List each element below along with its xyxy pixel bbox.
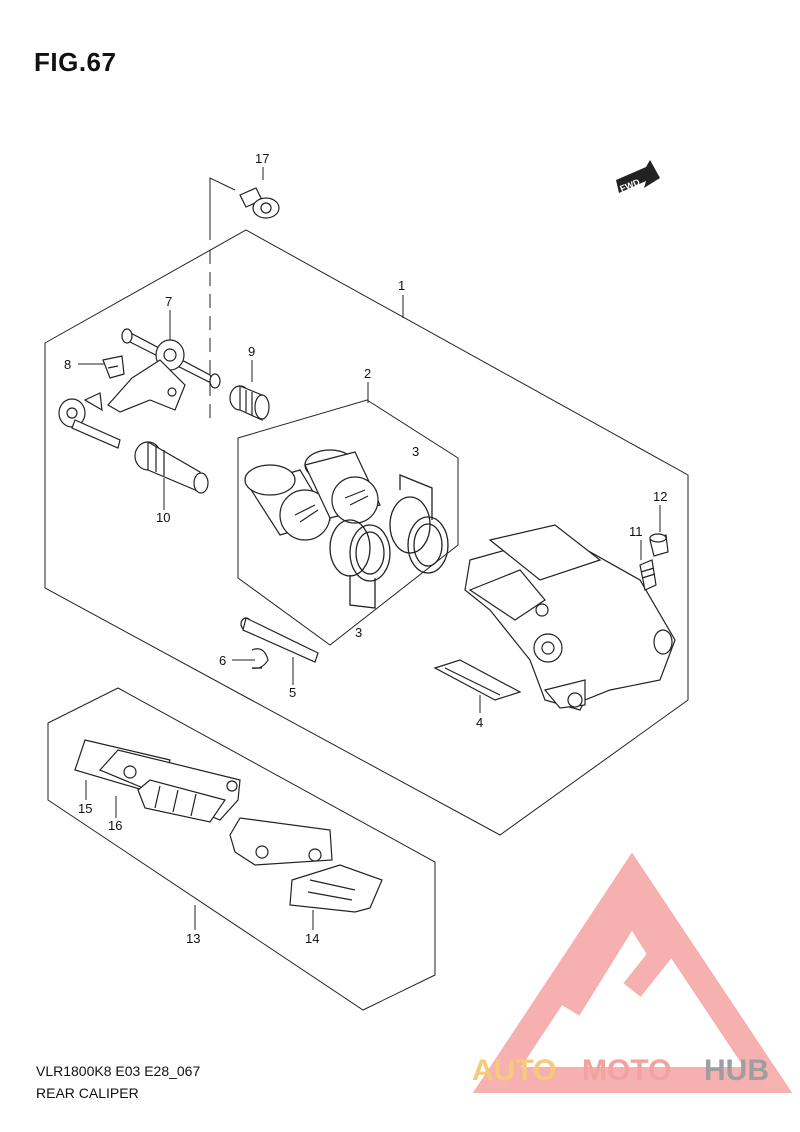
pad-set-frame-13 xyxy=(47,687,436,1011)
callout-4: 4 xyxy=(476,715,483,730)
callout-5: 5 xyxy=(289,685,296,700)
clip-8 xyxy=(102,355,125,379)
callout-1: 1 xyxy=(398,278,405,293)
callout-9: 9 xyxy=(248,344,255,359)
callout-12: 12 xyxy=(653,489,667,504)
caliper-body-1 xyxy=(464,524,676,711)
brand-hub: HUB xyxy=(704,1054,769,1087)
piston-seals-3 xyxy=(329,474,449,609)
pad-spring-4 xyxy=(433,659,522,701)
diagram-code: VLR1800K8 E03 E28_067 xyxy=(36,1063,201,1079)
bleeder-cap-12 xyxy=(649,533,669,557)
callout-13: 13 xyxy=(186,931,200,946)
piston-2 xyxy=(244,449,381,541)
callout-2: 2 xyxy=(364,366,371,381)
brake-pad-14 xyxy=(229,817,383,913)
brand-moto: MOTO xyxy=(582,1054,671,1087)
bolt-17 xyxy=(239,187,280,219)
callout-15: 15 xyxy=(78,801,92,816)
callout-16: 16 xyxy=(108,818,122,833)
callout-3-upper: 3 xyxy=(412,444,419,459)
leader-lines xyxy=(78,167,661,930)
pin-boot-10 xyxy=(134,440,209,494)
callout-14: 14 xyxy=(305,931,319,946)
pin-clip-6 xyxy=(251,648,269,669)
callout-8: 8 xyxy=(64,357,71,372)
slide-pin xyxy=(58,392,121,449)
fwd-arrow-icon: FWD xyxy=(616,160,660,194)
watermark-brand-text: AUTO MOTO HUB xyxy=(472,1054,769,1087)
callout-6: 6 xyxy=(219,653,226,668)
bleeder-valve-11 xyxy=(639,559,657,591)
callout-17: 17 xyxy=(255,151,269,166)
assembly-frame-1 xyxy=(44,229,689,836)
diagram-caption: REAR CALIPER xyxy=(36,1085,139,1101)
callout-labels: 1 2 3 3 4 5 6 7 8 9 10 11 12 13 14 15 16… xyxy=(64,151,667,946)
watermark-triangle xyxy=(472,852,793,1093)
callout-7: 7 xyxy=(165,294,172,309)
brand-auto: AUTO xyxy=(472,1054,556,1087)
figure-title: FIG.67 xyxy=(34,47,117,77)
bolt-17-leader xyxy=(209,177,236,420)
callout-11: 11 xyxy=(629,524,643,539)
callout-10: 10 xyxy=(156,510,170,525)
callout-3-lower: 3 xyxy=(355,625,362,640)
watermark-mark xyxy=(560,889,674,1016)
boot-9 xyxy=(229,385,270,421)
piston-set-frame-2 xyxy=(237,399,459,646)
watermark-logo xyxy=(472,852,793,1093)
brake-pad-15-16 xyxy=(74,739,241,823)
caliper-bracket-7 xyxy=(107,328,221,413)
pad-pin-5 xyxy=(240,617,319,663)
